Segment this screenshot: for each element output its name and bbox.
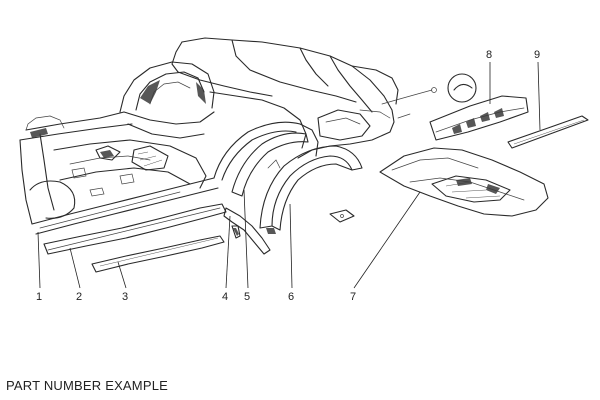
part-number-labels: 1 2 3 4 5 6 7 8 9 bbox=[36, 49, 540, 303]
part-label-2: 2 bbox=[76, 291, 82, 303]
caption-text: PART NUMBER EXAMPLE bbox=[6, 378, 169, 393]
part-support-bracket bbox=[223, 207, 271, 255]
part-outer-sill-panel bbox=[43, 203, 227, 255]
car-body-shell bbox=[19, 37, 437, 235]
exploded-parts-diagram: 1 2 3 4 5 6 7 8 9 bbox=[19, 37, 589, 303]
part-label-7: 7 bbox=[350, 291, 356, 303]
part-rear-valance bbox=[429, 73, 529, 141]
part-label-8: 8 bbox=[486, 49, 492, 61]
part-trim-strip bbox=[507, 115, 589, 149]
part-label-6: 6 bbox=[288, 291, 294, 303]
part-wheel-arch-housing bbox=[259, 145, 363, 234]
part-label-9: 9 bbox=[534, 49, 540, 61]
part-label-5: 5 bbox=[244, 291, 250, 303]
part-label-3: 3 bbox=[122, 291, 128, 303]
part-label-1: 1 bbox=[36, 291, 42, 303]
car-body-illustration: 1 2 3 4 5 6 7 8 9 bbox=[19, 37, 589, 303]
part-inner-arch-lip bbox=[231, 132, 309, 197]
part-rear-floor-panel bbox=[379, 147, 549, 217]
part-lower-sill-strip bbox=[91, 235, 225, 273]
leader-lines bbox=[37, 61, 541, 289]
part-small-plate bbox=[329, 209, 355, 223]
part-label-4: 4 bbox=[222, 291, 228, 303]
